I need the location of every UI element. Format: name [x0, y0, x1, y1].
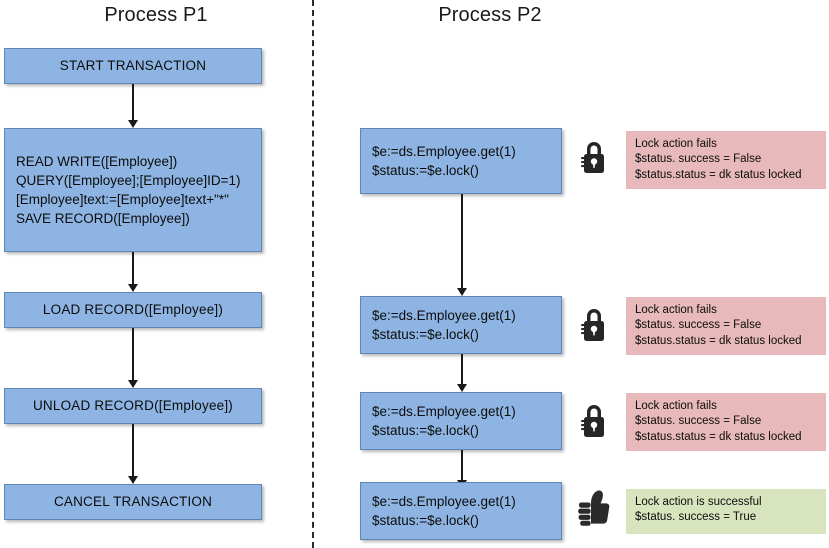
p2-step-4-note: Lock action is successful $status. succe…: [626, 489, 826, 534]
p1-step-read-write-block[interactable]: READ WRITE([Employee]) QUERY([Employee];…: [4, 128, 262, 252]
p1-step-start-transaction[interactable]: START TRANSACTION: [4, 48, 262, 84]
p2-arrow-2: [456, 354, 467, 392]
p2-step-code-label: $e:=ds.Employee.get(1) $status:=$e.lock(…: [372, 143, 516, 178]
padlock-locked-icon: [578, 303, 610, 345]
p1-step-label: CANCEL TRANSACTION: [53, 494, 213, 510]
p2-note-text: Lock action fails $status. success = Fal…: [635, 304, 802, 347]
padlock-locked-icon: [578, 399, 610, 441]
p2-step-4-code[interactable]: $e:=ds.Employee.get(1) $status:=$e.lock(…: [360, 482, 562, 540]
p1-arrow-2: [127, 252, 138, 292]
p2-step-3-note: Lock action fails $status. success = Fal…: [626, 393, 826, 451]
padlock-locked-icon: [578, 137, 610, 177]
p1-arrow-3: [127, 328, 138, 388]
p2-step-code-label: $e:=ds.Employee.get(1) $status:=$e.lock(…: [372, 403, 516, 438]
process-p1-title: Process P1: [104, 4, 208, 26]
p2-note-text: Lock action fails $status. success = Fal…: [635, 400, 802, 443]
p2-step-1-note: Lock action fails $status. success = Fal…: [626, 131, 826, 189]
p2-step-code-label: $e:=ds.Employee.get(1) $status:=$e.lock(…: [372, 307, 516, 342]
p2-step-3-code[interactable]: $e:=ds.Employee.get(1) $status:=$e.lock(…: [360, 392, 562, 450]
p1-step-cancel-transaction[interactable]: CANCEL TRANSACTION: [4, 484, 262, 520]
p1-arrow-4: [127, 424, 138, 484]
p1-step-unload-record[interactable]: UNLOAD RECORD([Employee]): [4, 388, 262, 424]
process-p2-title: Process P2: [438, 4, 542, 26]
p2-note-text: Lock action fails $status. success = Fal…: [635, 138, 802, 181]
p2-step-2-note: Lock action fails $status. success = Fal…: [626, 297, 826, 355]
p2-step-1-code[interactable]: $e:=ds.Employee.get(1) $status:=$e.lock(…: [360, 128, 562, 194]
p1-step-label: LOAD RECORD([Employee]): [42, 302, 224, 318]
p1-arrow-1: [127, 84, 138, 128]
p2-step-code-label: $e:=ds.Employee.get(1) $status:=$e.lock(…: [372, 493, 516, 528]
p1-step-label: UNLOAD RECORD([Employee]): [32, 398, 234, 414]
p2-note-text: Lock action is successful $status. succe…: [635, 496, 762, 524]
p1-step-load-record[interactable]: LOAD RECORD([Employee]): [4, 292, 262, 328]
p1-step-label: READ WRITE([Employee]) QUERY([Employee];…: [16, 153, 241, 227]
thumbs-up-icon: [576, 487, 612, 531]
p1-step-label: START TRANSACTION: [59, 58, 207, 74]
p2-step-2-code[interactable]: $e:=ds.Employee.get(1) $status:=$e.lock(…: [360, 296, 562, 354]
column-divider: [312, 0, 314, 548]
p2-arrow-1: [456, 194, 467, 296]
